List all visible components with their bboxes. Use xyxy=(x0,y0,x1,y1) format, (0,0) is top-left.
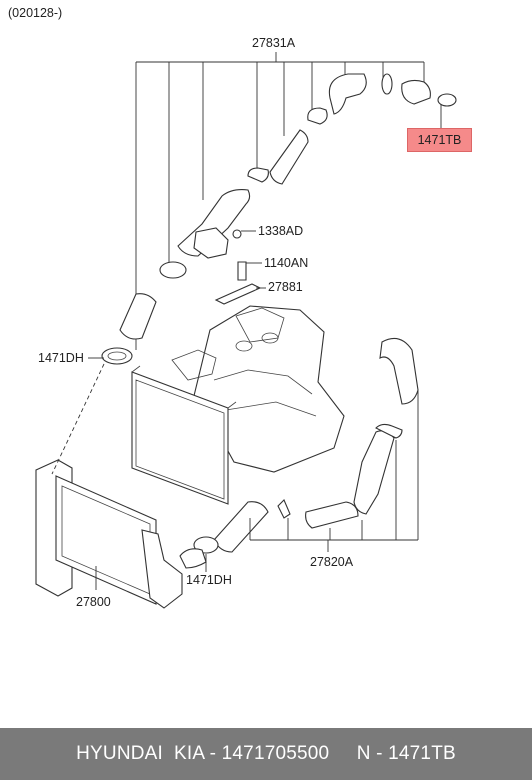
label-1140an: 1140AN xyxy=(264,256,308,270)
label-27831a: 27831A xyxy=(252,36,296,50)
label-1471tb-highlighted: 1471TB xyxy=(407,128,472,152)
leader-27831a xyxy=(135,52,425,350)
lower-hose-parts xyxy=(193,337,419,554)
upper-hose-parts xyxy=(101,73,457,365)
label-27820a: 27820A xyxy=(310,555,354,569)
part-number-footer: HYUNDAI KIA - 1471705500 N - 1471TB xyxy=(0,728,532,780)
bracket-and-bolts xyxy=(193,227,266,305)
label-1471dh-lower: 1471DH xyxy=(186,573,232,587)
variant-note: (020128-) xyxy=(8,6,62,20)
label-27800: 27800 xyxy=(76,595,111,609)
radiator xyxy=(131,365,237,505)
parts-diagram: (020128-) 27831A xyxy=(8,6,457,609)
leader-27820a xyxy=(249,390,419,552)
label-1338ad: 1338AD xyxy=(258,224,303,238)
label-27881: 27881 xyxy=(268,280,303,294)
intercooler xyxy=(35,459,207,609)
label-1471dh-upper: 1471DH xyxy=(38,351,84,365)
